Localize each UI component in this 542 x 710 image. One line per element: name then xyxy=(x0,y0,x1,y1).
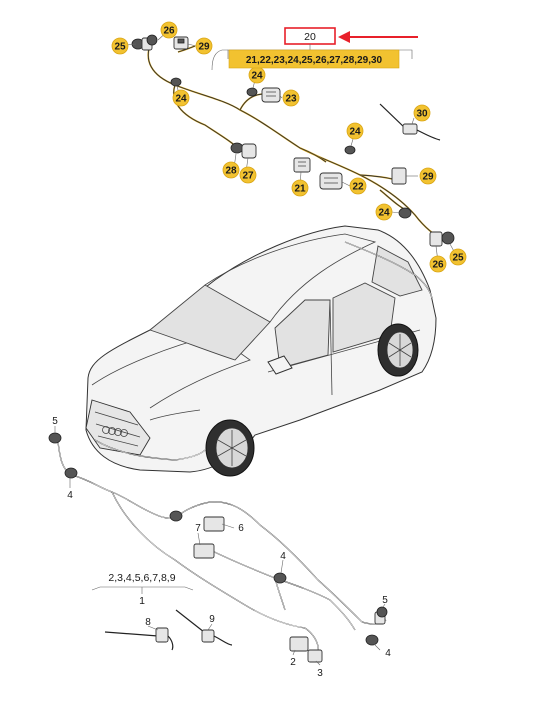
part-callout[interactable]: 29 xyxy=(195,37,213,55)
front-harness-parts: 2,3,4,5,6,7,8,9 xyxy=(108,572,175,584)
part-callout[interactable]: 21 xyxy=(291,179,309,197)
part-callout[interactable]: 5 xyxy=(382,595,388,606)
part-callout[interactable]: 7 xyxy=(195,523,201,534)
part-callout[interactable]: 26 xyxy=(429,255,447,273)
connector-part xyxy=(293,157,311,173)
connector-part xyxy=(203,516,225,532)
clip-part xyxy=(169,510,183,522)
connector-part xyxy=(261,87,281,103)
part-callout[interactable]: 2 xyxy=(290,657,296,668)
connector-part xyxy=(241,143,257,159)
connector-part xyxy=(319,172,343,190)
part-callout[interactable]: 24 xyxy=(248,66,266,84)
connector-part xyxy=(391,167,407,185)
svg-text:29: 29 xyxy=(198,42,210,53)
sensor-part xyxy=(374,606,388,625)
part-callout[interactable]: 23 xyxy=(282,89,300,107)
svg-text:24: 24 xyxy=(378,208,390,219)
svg-text:25: 25 xyxy=(114,42,126,53)
svg-text:21: 21 xyxy=(294,184,306,195)
part-callout[interactable]: 3 xyxy=(317,668,323,679)
probe-part xyxy=(379,103,441,141)
clip-part xyxy=(246,87,258,97)
part-callout[interactable]: 24 xyxy=(346,122,364,140)
svg-text:24: 24 xyxy=(251,71,263,82)
part-callout[interactable]: 5 xyxy=(52,416,58,427)
svg-text:26: 26 xyxy=(432,260,444,271)
front-harness-callout: 2,3,4,5,6,7,8,9 1 xyxy=(91,572,194,607)
probe-part xyxy=(104,627,174,651)
svg-text:30: 30 xyxy=(416,109,428,120)
svg-text:26: 26 xyxy=(163,26,175,37)
svg-text:28: 28 xyxy=(225,166,237,177)
svg-text:23: 23 xyxy=(285,94,297,105)
svg-text:27: 27 xyxy=(242,171,254,182)
connector-part xyxy=(307,649,323,663)
sensor-part xyxy=(146,34,158,46)
clip-part xyxy=(170,77,182,87)
rear-parts xyxy=(131,34,455,247)
part-callout[interactable]: 30 xyxy=(413,104,431,122)
svg-text:25: 25 xyxy=(452,253,464,264)
upper-labels: 25 26 29 24 24 23 30 24 28 27 21 22 29 2… xyxy=(111,21,467,273)
clip-part xyxy=(365,634,379,646)
parts-list-badge xyxy=(228,49,400,69)
logo-rings xyxy=(102,426,128,437)
part-callout[interactable]: 24 xyxy=(375,203,393,221)
connector-part xyxy=(230,142,244,154)
main-harness-callout: 20 21,22,23,24,25,26,27,28,29,30 xyxy=(211,27,418,71)
part-callout[interactable]: 8 xyxy=(145,617,151,628)
part-callout[interactable]: 22 xyxy=(349,177,367,195)
lower-labels: 5 4 6 7 4 5 8 9 4 2 3 xyxy=(52,416,391,679)
clip-part xyxy=(273,572,287,584)
sensor-part xyxy=(48,432,62,444)
clip-part xyxy=(64,467,78,479)
car-illustration xyxy=(85,225,437,477)
part-callout[interactable]: 25 xyxy=(111,37,129,55)
front-harness-number[interactable]: 1 xyxy=(139,595,145,607)
svg-text:22: 22 xyxy=(352,182,364,193)
part-callout[interactable]: 26 xyxy=(160,21,178,39)
svg-text:24: 24 xyxy=(349,127,361,138)
part-callout[interactable]: 4 xyxy=(67,490,73,501)
svg-text:24: 24 xyxy=(175,94,187,105)
part-callout[interactable]: 29 xyxy=(419,167,437,185)
part-callout[interactable]: 4 xyxy=(280,551,286,562)
part-callout[interactable]: 25 xyxy=(449,248,467,266)
lower-leader-lines xyxy=(54,426,386,666)
part-callout[interactable]: 4 xyxy=(385,648,391,659)
arrow-head-icon xyxy=(338,31,350,43)
part-callout[interactable]: 24 xyxy=(172,89,190,107)
main-harness-number[interactable]: 20 xyxy=(304,31,316,43)
probe-part xyxy=(175,609,233,646)
clip-part xyxy=(344,145,356,155)
sensor-part xyxy=(429,231,455,247)
connector-part xyxy=(173,36,189,50)
part-callout[interactable]: 9 xyxy=(209,614,215,625)
part-callout[interactable]: 28 xyxy=(222,161,240,179)
svg-text:29: 29 xyxy=(422,172,434,183)
connector-part xyxy=(289,636,309,652)
main-harness-parts: 21,22,23,24,25,26,27,28,29,30 xyxy=(246,55,383,66)
part-callout[interactable]: 6 xyxy=(238,523,244,534)
connector-part xyxy=(193,543,215,559)
clip-part xyxy=(398,207,412,219)
part-callout[interactable]: 27 xyxy=(239,166,257,184)
front-parts xyxy=(48,432,388,663)
